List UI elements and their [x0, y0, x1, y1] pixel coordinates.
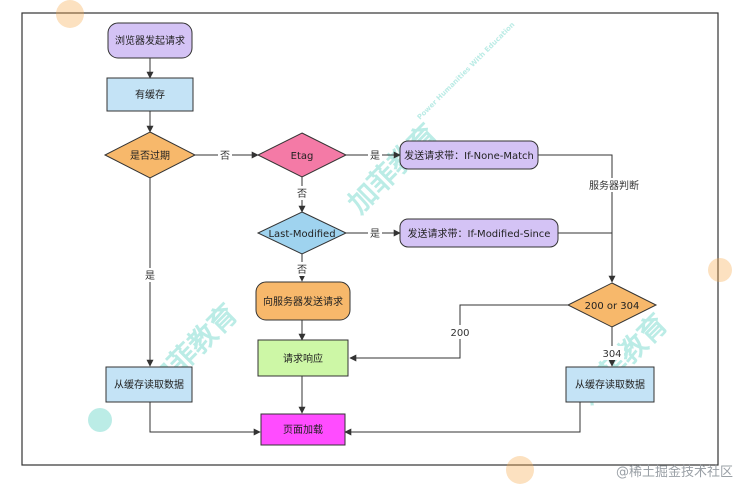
node-page-load: 页面加载	[260, 413, 346, 446]
node-request-server-label: 向服务器发送请求	[263, 295, 343, 308]
node-read-cache-right: 从缓存读取数据	[565, 366, 655, 403]
node-expired-label: 是否过期	[130, 149, 170, 162]
watermark-logo-icon	[506, 456, 534, 484]
node-etag-decision: Etag	[256, 132, 348, 178]
node-request-server: 向服务器发送请求	[255, 281, 351, 321]
watermark-logo-icon	[56, 0, 84, 28]
edge-ifnonematch-to-status	[538, 154, 616, 283]
label-code-304: 304	[602, 349, 621, 360]
label-lm-yes: 是	[370, 228, 380, 240]
node-send-if-modified-since-label: 发送请求带：If-Modified-Since	[408, 227, 551, 240]
edge-readcache-left-to-pageload	[149, 402, 261, 436]
node-send-if-modified-since: 发送请求带：If-Modified-Since	[399, 218, 559, 248]
node-last-modified-decision: Last-Modified	[256, 211, 348, 255]
label-lm-no: 否	[297, 264, 307, 276]
footer-credit: @稀土掘金技术社区	[615, 465, 733, 480]
watermark-logo-icon	[88, 408, 112, 432]
label-code-200: 200	[450, 328, 469, 339]
edge-labels: 否 是 是 否 是 否 服务器判断 200 304	[143, 148, 642, 360]
node-has-cache-label: 有缓存	[135, 88, 165, 101]
node-read-cache-left-label: 从缓存读取数据	[114, 378, 184, 391]
diagram-frame	[21, 12, 719, 466]
label-expired-no: 否	[220, 150, 230, 162]
label-etag-no: 否	[297, 188, 307, 200]
label-expired-yes: 是	[145, 270, 155, 282]
node-browser-request: 浏览器发起请求	[107, 22, 193, 59]
watermark-logo-icon	[708, 258, 732, 282]
node-status-decision: 200 or 304	[566, 282, 658, 328]
node-send-if-none-match: 发送请求带：If-None-Match	[399, 140, 539, 170]
node-browser-request-label: 浏览器发起请求	[115, 34, 185, 47]
label-etag-yes: 是	[370, 150, 380, 162]
node-response-label: 请求响应	[283, 352, 323, 365]
node-expired-decision: 是否过期	[103, 131, 197, 179]
node-page-load-label: 页面加载	[283, 424, 323, 436]
node-send-if-none-match-label: 发送请求带：If-None-Match	[404, 149, 534, 162]
node-last-modified-label: Last-Modified	[268, 229, 335, 240]
watermark-tagline: Power Humanities With Education	[416, 21, 517, 122]
node-has-cache: 有缓存	[106, 77, 194, 112]
edge-readcache-right-to-pageload	[344, 402, 581, 436]
node-response: 请求响应	[257, 339, 349, 377]
node-status-label: 200 or 304	[585, 301, 640, 312]
node-read-cache-right-label: 从缓存读取数据	[575, 378, 645, 391]
watermark: 加菲教育 加菲教育 加菲教育 Power Humanities With Edu…	[56, 0, 732, 484]
label-server-judge: 服务器判断	[589, 179, 639, 192]
node-read-cache-left: 从缓存读取数据	[105, 366, 193, 403]
node-etag-label: Etag	[291, 151, 314, 162]
